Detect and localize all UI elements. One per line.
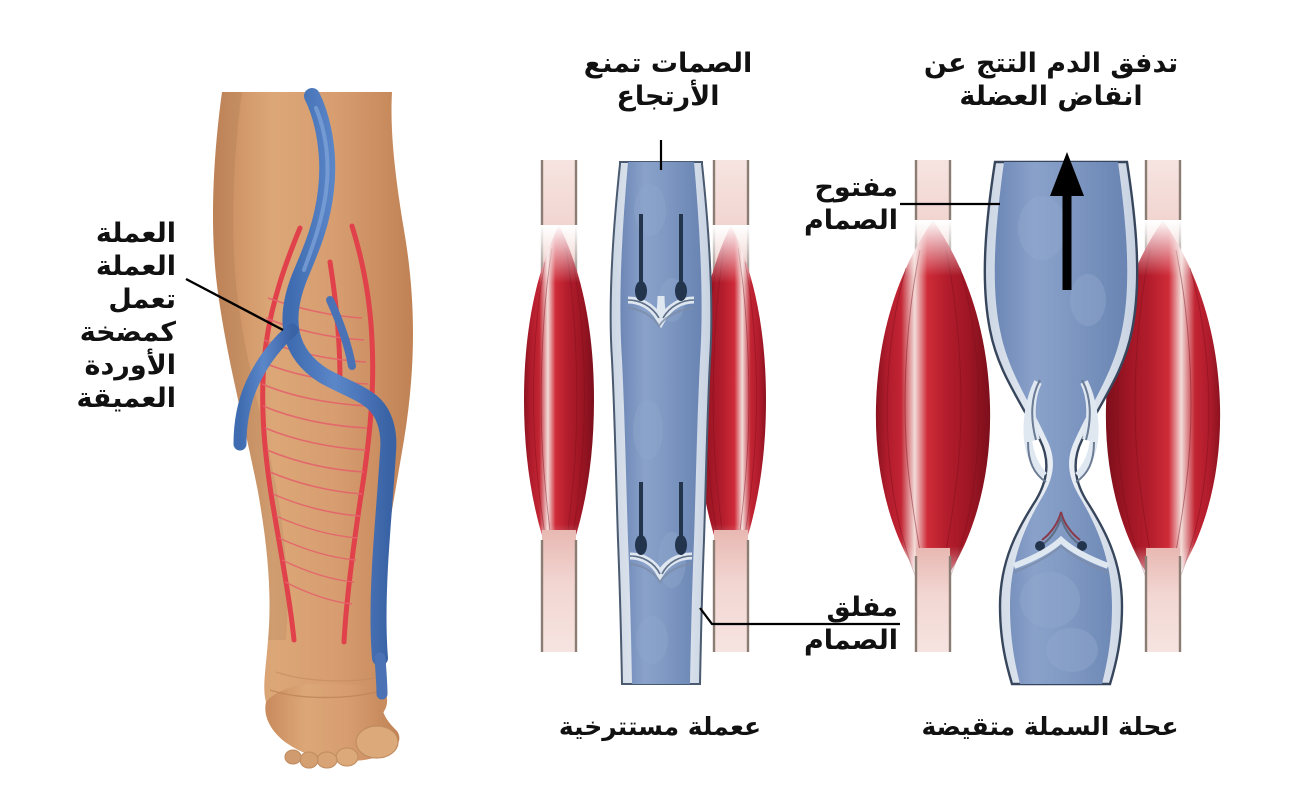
label-valve-open: مفتوح الصمام	[803, 172, 898, 236]
valve-closed-lower	[629, 482, 693, 584]
label-valves-prevent-reflux: الصمات تمنع الأرتجاع	[583, 48, 753, 112]
relaxed-muscle-left	[520, 160, 598, 652]
leg-limb	[212, 88, 413, 769]
label-blood-pushed-by-contraction: تدفق الدم التتج عن انقاض العضلة	[923, 48, 1179, 112]
valve-open	[1023, 379, 1099, 483]
deep-veins	[233, 88, 397, 666]
label-valve-closed: مفلق الصمام	[803, 592, 898, 656]
contracted-vein	[983, 152, 1139, 686]
leader-line-leg-pump	[185, 277, 284, 332]
leader-line-valve-closed	[699, 607, 900, 626]
relaxed-vein	[609, 161, 713, 685]
contracted-muscle-panel	[699, 152, 1226, 686]
valve-waist-closed	[1012, 511, 1110, 573]
blood-flow-arrow	[1050, 152, 1084, 290]
contracted-muscle-left	[872, 160, 996, 652]
toes	[284, 725, 399, 769]
relaxed-muscle-right	[692, 160, 770, 652]
label-leg-pump: العملة العملة تعمل كمضخة الأوردة العميقة	[76, 218, 176, 414]
valve-closed-upper	[627, 214, 695, 329]
caption-relaxed-muscle: ععملة مستترخية	[558, 712, 762, 741]
caption-contracted-muscle: عحلة السملة متقيضة	[921, 712, 1179, 741]
relaxed-muscle-panel	[520, 140, 770, 685]
